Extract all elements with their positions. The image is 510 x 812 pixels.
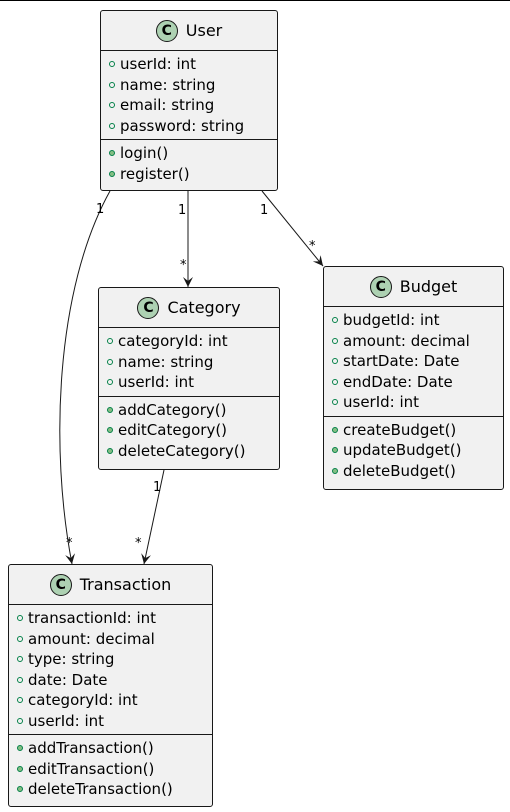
association-category-transaction <box>141 469 165 565</box>
method-row: editCategory() <box>107 420 279 441</box>
attribute-row: budgetId: int <box>332 310 503 331</box>
top-border-line <box>0 0 510 1</box>
public-field-icon <box>109 81 115 88</box>
public-method-icon <box>107 447 113 454</box>
class-stereotype-icon: C <box>137 296 160 319</box>
association-user-transaction <box>59 190 111 565</box>
attribute-row: userId: int <box>107 372 279 393</box>
public-field-icon <box>109 122 115 129</box>
public-field-icon <box>107 338 113 345</box>
public-field-icon <box>17 635 23 642</box>
mult-category-transaction-from: 1 <box>153 480 162 495</box>
class-name: Category <box>167 298 241 317</box>
class-name: Budget <box>399 277 458 296</box>
method-row: editTransaction() <box>17 759 212 780</box>
method-row: addCategory() <box>107 400 279 421</box>
public-field-icon <box>332 317 338 324</box>
public-field-icon <box>332 399 338 406</box>
method-row: addTransaction() <box>17 738 212 759</box>
attribute-row: amount: decimal <box>17 629 212 650</box>
attribute-row: type: string <box>17 649 212 670</box>
method-row: createBudget() <box>332 420 503 441</box>
class-stereotype-icon: C <box>369 275 392 298</box>
attribute-row: userId: int <box>17 711 212 732</box>
methods-section: addCategory() editCategory() deleteCateg… <box>99 395 279 465</box>
public-field-icon <box>332 358 338 365</box>
class-header: C User <box>101 11 277 51</box>
public-method-icon <box>107 406 113 413</box>
mult-user-category-from: 1 <box>178 203 187 218</box>
attributes-section: budgetId: int amount: decimal startDate:… <box>324 307 503 416</box>
public-field-icon <box>332 378 338 385</box>
attributes-section: categoryId: int name: string userId: int <box>99 328 279 396</box>
class-header: C Category <box>99 288 279 328</box>
attribute-row: email: string <box>109 95 277 116</box>
method-row: deleteTransaction() <box>17 779 212 800</box>
mult-user-transaction-from: 1 <box>96 202 105 217</box>
attributes-section: userId: int name: string email: string p… <box>101 51 277 139</box>
public-field-icon <box>332 337 338 344</box>
public-method-icon <box>109 150 115 157</box>
public-method-icon <box>332 426 338 433</box>
attribute-row: userId: int <box>109 54 277 75</box>
method-row: updateBudget() <box>332 440 503 461</box>
public-field-icon <box>109 102 115 109</box>
class-name: Transaction <box>79 575 172 594</box>
method-row: deleteCategory() <box>107 441 279 462</box>
methods-section: login() register() <box>101 139 277 187</box>
class-stereotype-icon: C <box>49 573 72 596</box>
association-user-budget <box>261 190 324 267</box>
public-field-icon <box>107 358 113 365</box>
methods-section: addTransaction() editTransaction() delet… <box>9 734 212 803</box>
mult-user-category-to: * <box>180 258 187 273</box>
public-method-icon <box>332 447 338 454</box>
public-field-icon <box>17 697 23 704</box>
public-method-icon <box>17 786 23 793</box>
class-header: C Transaction <box>9 565 212 605</box>
public-field-icon <box>17 717 23 724</box>
public-method-icon <box>17 745 23 752</box>
public-method-icon <box>107 427 113 434</box>
attribute-row: categoryId: int <box>17 690 212 711</box>
method-row: register() <box>109 164 277 185</box>
class-transaction: C Transaction transactionId: int amount:… <box>8 564 213 807</box>
attribute-row: amount: decimal <box>332 331 503 352</box>
public-field-icon <box>17 676 23 683</box>
class-name: User <box>185 21 223 40</box>
public-field-icon <box>17 656 23 663</box>
attribute-row: password: string <box>109 116 277 137</box>
class-stereotype-icon: C <box>155 19 178 42</box>
attribute-row: startDate: Date <box>332 351 503 372</box>
attribute-row: endDate: Date <box>332 372 503 393</box>
class-category: C Category categoryId: int name: string … <box>98 287 280 470</box>
mult-user-budget-to: * <box>309 239 316 254</box>
public-field-icon <box>17 615 23 622</box>
attribute-row: categoryId: int <box>107 331 279 352</box>
mult-user-transaction-to: * <box>66 536 73 551</box>
method-row: login() <box>109 143 277 164</box>
class-budget: C Budget budgetId: int amount: decimal s… <box>323 266 504 490</box>
public-field-icon <box>109 61 115 68</box>
attributes-section: transactionId: int amount: decimal type:… <box>9 605 212 734</box>
attribute-row: name: string <box>107 352 279 373</box>
attribute-row: userId: int <box>332 392 503 413</box>
public-method-icon <box>17 765 23 772</box>
class-header: C Budget <box>324 267 503 307</box>
attribute-row: transactionId: int <box>17 608 212 629</box>
public-method-icon <box>109 170 115 177</box>
mult-user-budget-from: 1 <box>260 203 269 218</box>
mult-category-transaction-to: * <box>135 536 142 551</box>
class-user: C User userId: int name: string email: s… <box>100 10 278 191</box>
method-row: deleteBudget() <box>332 461 503 482</box>
methods-section: createBudget() updateBudget() deleteBudg… <box>324 415 503 485</box>
public-method-icon <box>332 467 338 474</box>
attribute-row: date: Date <box>17 670 212 691</box>
public-field-icon <box>107 379 113 386</box>
attribute-row: name: string <box>109 75 277 96</box>
